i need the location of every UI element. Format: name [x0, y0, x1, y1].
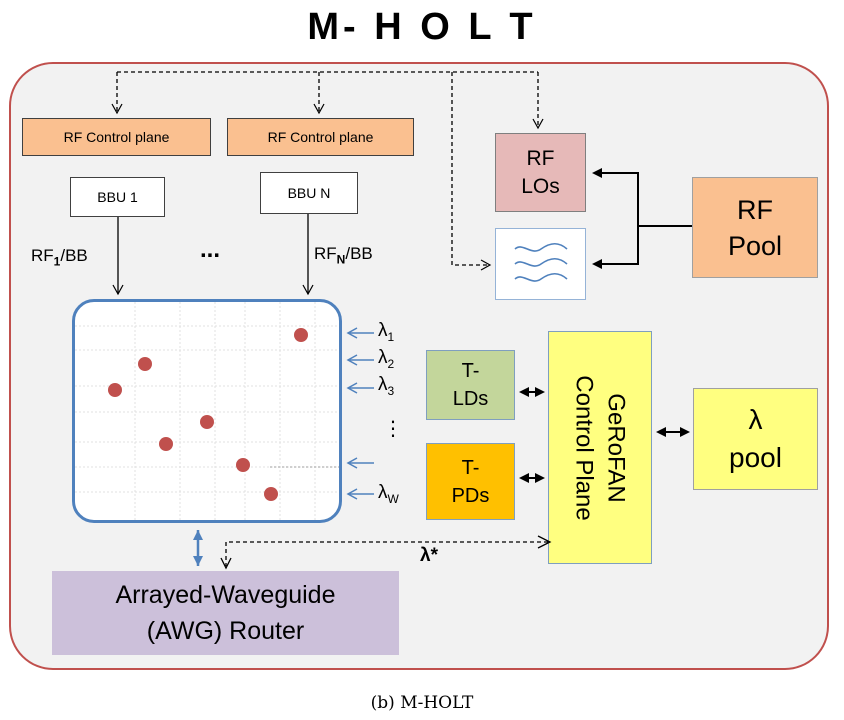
- matrix-dot-1: [294, 328, 308, 342]
- bus-to-filter: [451, 72, 492, 271]
- matrix-dot-3: [108, 383, 122, 397]
- rf-pool-to-los: [592, 168, 639, 226]
- rf-pool-to-filter: [592, 226, 639, 269]
- matrix-dot-7: [264, 487, 278, 501]
- lambda-star-right-arrow: [537, 535, 552, 549]
- bbu-ellipsis: ...: [200, 236, 221, 263]
- lambda-star-down-arrow: [220, 557, 232, 570]
- t-pds-box: T- PDs: [426, 443, 515, 520]
- rf-los-line1: RF: [526, 146, 555, 170]
- t-pds-line2: PDs: [451, 484, 490, 507]
- matrix-dot-6: [236, 458, 250, 472]
- bbu-n: BBU N: [260, 172, 358, 214]
- diagram-title: M- H O L T: [307, 6, 537, 48]
- t-lds-line1: T-: [461, 360, 480, 382]
- rf-pool-line2: Pool: [727, 230, 783, 261]
- figure-caption: (b) M-HOLT: [370, 693, 474, 713]
- awg-line2: (AWG) Router: [146, 617, 305, 645]
- lambda-pool-box: λ pool: [693, 388, 818, 490]
- wavelength-label-w: λW: [378, 482, 399, 506]
- wavelength-label-2: λ2: [378, 347, 395, 371]
- awg-router-box: Arrayed-Waveguide (AWG) Router: [52, 571, 399, 655]
- rf-los-line2: LOs: [521, 174, 560, 198]
- rf-pool-box: RF Pool: [692, 177, 818, 278]
- awg-line1: Arrayed-Waveguide: [115, 581, 336, 609]
- t-pds-line1: T-: [461, 456, 480, 479]
- bbu-1: BBU 1: [70, 177, 165, 217]
- rfn-bb-label: RFN/BB: [314, 244, 373, 267]
- filter-box: [495, 228, 586, 300]
- lambda-pool-line1: λ: [748, 404, 763, 435]
- wavelength-label-1: λ1: [378, 320, 395, 344]
- matrix-dot-4: [200, 415, 214, 429]
- t-lds-box: T- LDs: [426, 350, 515, 420]
- wavelength-label-3: λ3: [378, 374, 395, 398]
- rf-los-box: RF LOs: [495, 133, 586, 212]
- rf-control-plane-1: RF Control plane: [22, 118, 211, 156]
- rf1-bb-label: RF1/BB: [31, 246, 88, 269]
- matrix-dot-5: [159, 437, 173, 451]
- lambda-star-label: λ*: [420, 545, 438, 566]
- matrix-grid: [75, 302, 339, 520]
- lambda-pool-line2: pool: [729, 442, 782, 473]
- wavelength-label-ellipsis: ⋮: [383, 418, 403, 440]
- wavelength-matrix: [72, 299, 342, 523]
- rf-pool-line1: RF: [736, 194, 773, 225]
- rf-control-plane-2: RF Control plane: [227, 118, 414, 156]
- lambda-star-line: [225, 541, 548, 566]
- t-lds-line2: LDs: [452, 388, 489, 410]
- filter-waves-icon: [513, 242, 568, 282]
- matrix-dot-2: [138, 357, 152, 371]
